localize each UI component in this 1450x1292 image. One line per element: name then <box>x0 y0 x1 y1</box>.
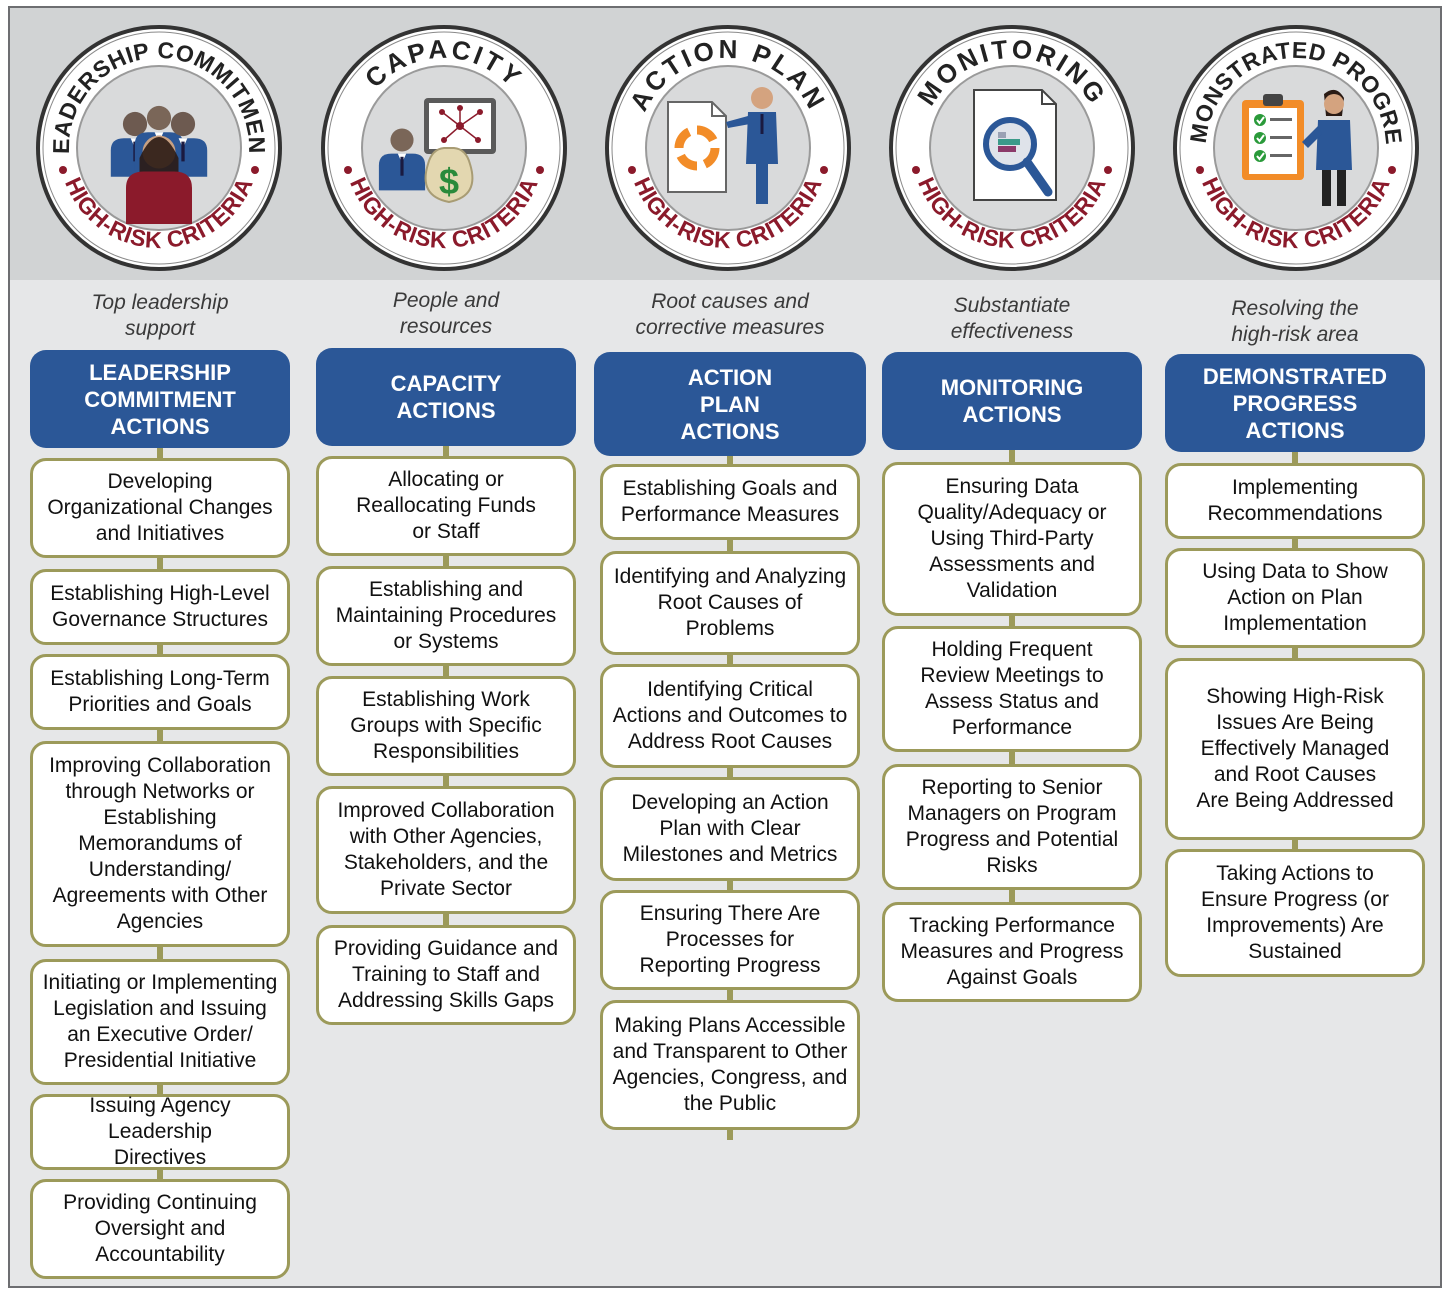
action-item: Improved Collaboration with Other Agenci… <box>316 786 576 914</box>
action-item: Establishing and Maintaining Procedures … <box>316 566 576 666</box>
action-item: Identifying Critical Actions and Outcome… <box>600 664 860 768</box>
ring-dot <box>536 166 544 174</box>
action-item: Initiating or Implementing Legislation a… <box>30 959 290 1085</box>
action-item: Developing Organizational Changes and In… <box>30 458 290 558</box>
ring-dot <box>820 166 828 174</box>
action-item: Establishing High-Level Governance Struc… <box>30 569 290 645</box>
ring-dot <box>628 166 636 174</box>
column-subtitle: Substantiate effectiveness <box>950 294 1074 343</box>
column-header: DEMONSTRATED PROGRESS ACTIONS <box>1165 354 1425 452</box>
magnifier-document-icon <box>973 89 1057 201</box>
action-item: Making Plans Accessible and Transparent … <box>600 1000 860 1130</box>
action-item: Providing Guidance and Training to Staff… <box>316 925 576 1025</box>
badge-svg: DEMONSTRATED PROGRESSHIGH-RISK CRITERIA <box>1172 24 1419 271</box>
ring-dot <box>59 166 67 174</box>
plan-document-icon <box>667 87 778 204</box>
action-item: Ensuring Data Quality/Adequacy or Using … <box>882 462 1142 616</box>
action-item: Showing High-Risk Issues Are Being Effec… <box>1165 658 1425 840</box>
action-item: Issuing Agency Leadership Directives <box>30 1094 290 1170</box>
action-item: Tracking Performance Measures and Progre… <box>882 902 1142 1002</box>
action-item: Establishing Long-Term Priorities and Go… <box>30 654 290 730</box>
column-header: LEADERSHIP COMMITMENT ACTIONS <box>30 350 290 448</box>
money-bag-monitor-icon: $ <box>378 98 496 204</box>
badge-svg: LEADERSHIP COMMITMENTHIGH-RISK CRITERIA <box>35 24 282 271</box>
ring-dot <box>1104 166 1112 174</box>
ring-dot <box>344 166 352 174</box>
column-subtitle: Top leadership support <box>91 291 229 340</box>
action-item: Ensuring There Are Processes for Reporti… <box>600 890 860 990</box>
column-header: MONITORING ACTIONS <box>882 352 1142 450</box>
column-subtitle: Root causes and corrective measures <box>635 290 825 339</box>
action-item: Providing Continuing Oversight and Accou… <box>30 1179 290 1279</box>
action-item: Developing an Action Plan with Clear Mil… <box>600 777 860 881</box>
ring-dot <box>1196 166 1204 174</box>
column-subtitle: People and resources <box>392 289 500 338</box>
action-item: Holding Frequent Review Meetings to Asse… <box>882 626 1142 752</box>
action-item: Establishing Goals and Performance Measu… <box>600 464 860 540</box>
ring-dot <box>912 166 920 174</box>
checklist-person-icon <box>1242 89 1352 206</box>
column-header: CAPACITY ACTIONS <box>316 348 576 446</box>
column-header: ACTION PLAN ACTIONS <box>594 352 866 456</box>
action-item: Reporting to Senior Managers on Program … <box>882 764 1142 890</box>
svg-text:$: $ <box>439 161 459 202</box>
diagram-frame: LEADERSHIP COMMITMENTHIGH-RISK CRITERIA … <box>8 6 1442 1288</box>
badge-leadership-commitment: LEADERSHIP COMMITMENTHIGH-RISK CRITERIA <box>35 24 283 272</box>
badge-demonstrated-progress: DEMONSTRATED PROGRESSHIGH-RISK CRITERIA <box>1172 24 1420 272</box>
action-item: Improving Collaboration through Networks… <box>30 741 290 947</box>
action-item: Allocating or Reallocating Funds or Staf… <box>316 456 576 556</box>
action-item: Identifying and Analyzing Root Causes of… <box>600 551 860 655</box>
leadership-group-icon <box>110 105 208 224</box>
ring-dot <box>251 166 259 174</box>
action-item: Establishing Work Groups with Specific R… <box>316 676 576 776</box>
action-item: Implementing Recommendations <box>1165 463 1425 539</box>
action-item: Taking Actions to Ensure Progress (or Im… <box>1165 849 1425 977</box>
column-subtitle: Resolving the high-risk area <box>1231 297 1359 346</box>
ring-dot <box>1388 166 1396 174</box>
action-item: Using Data to Show Action on Plan Implem… <box>1165 548 1425 648</box>
